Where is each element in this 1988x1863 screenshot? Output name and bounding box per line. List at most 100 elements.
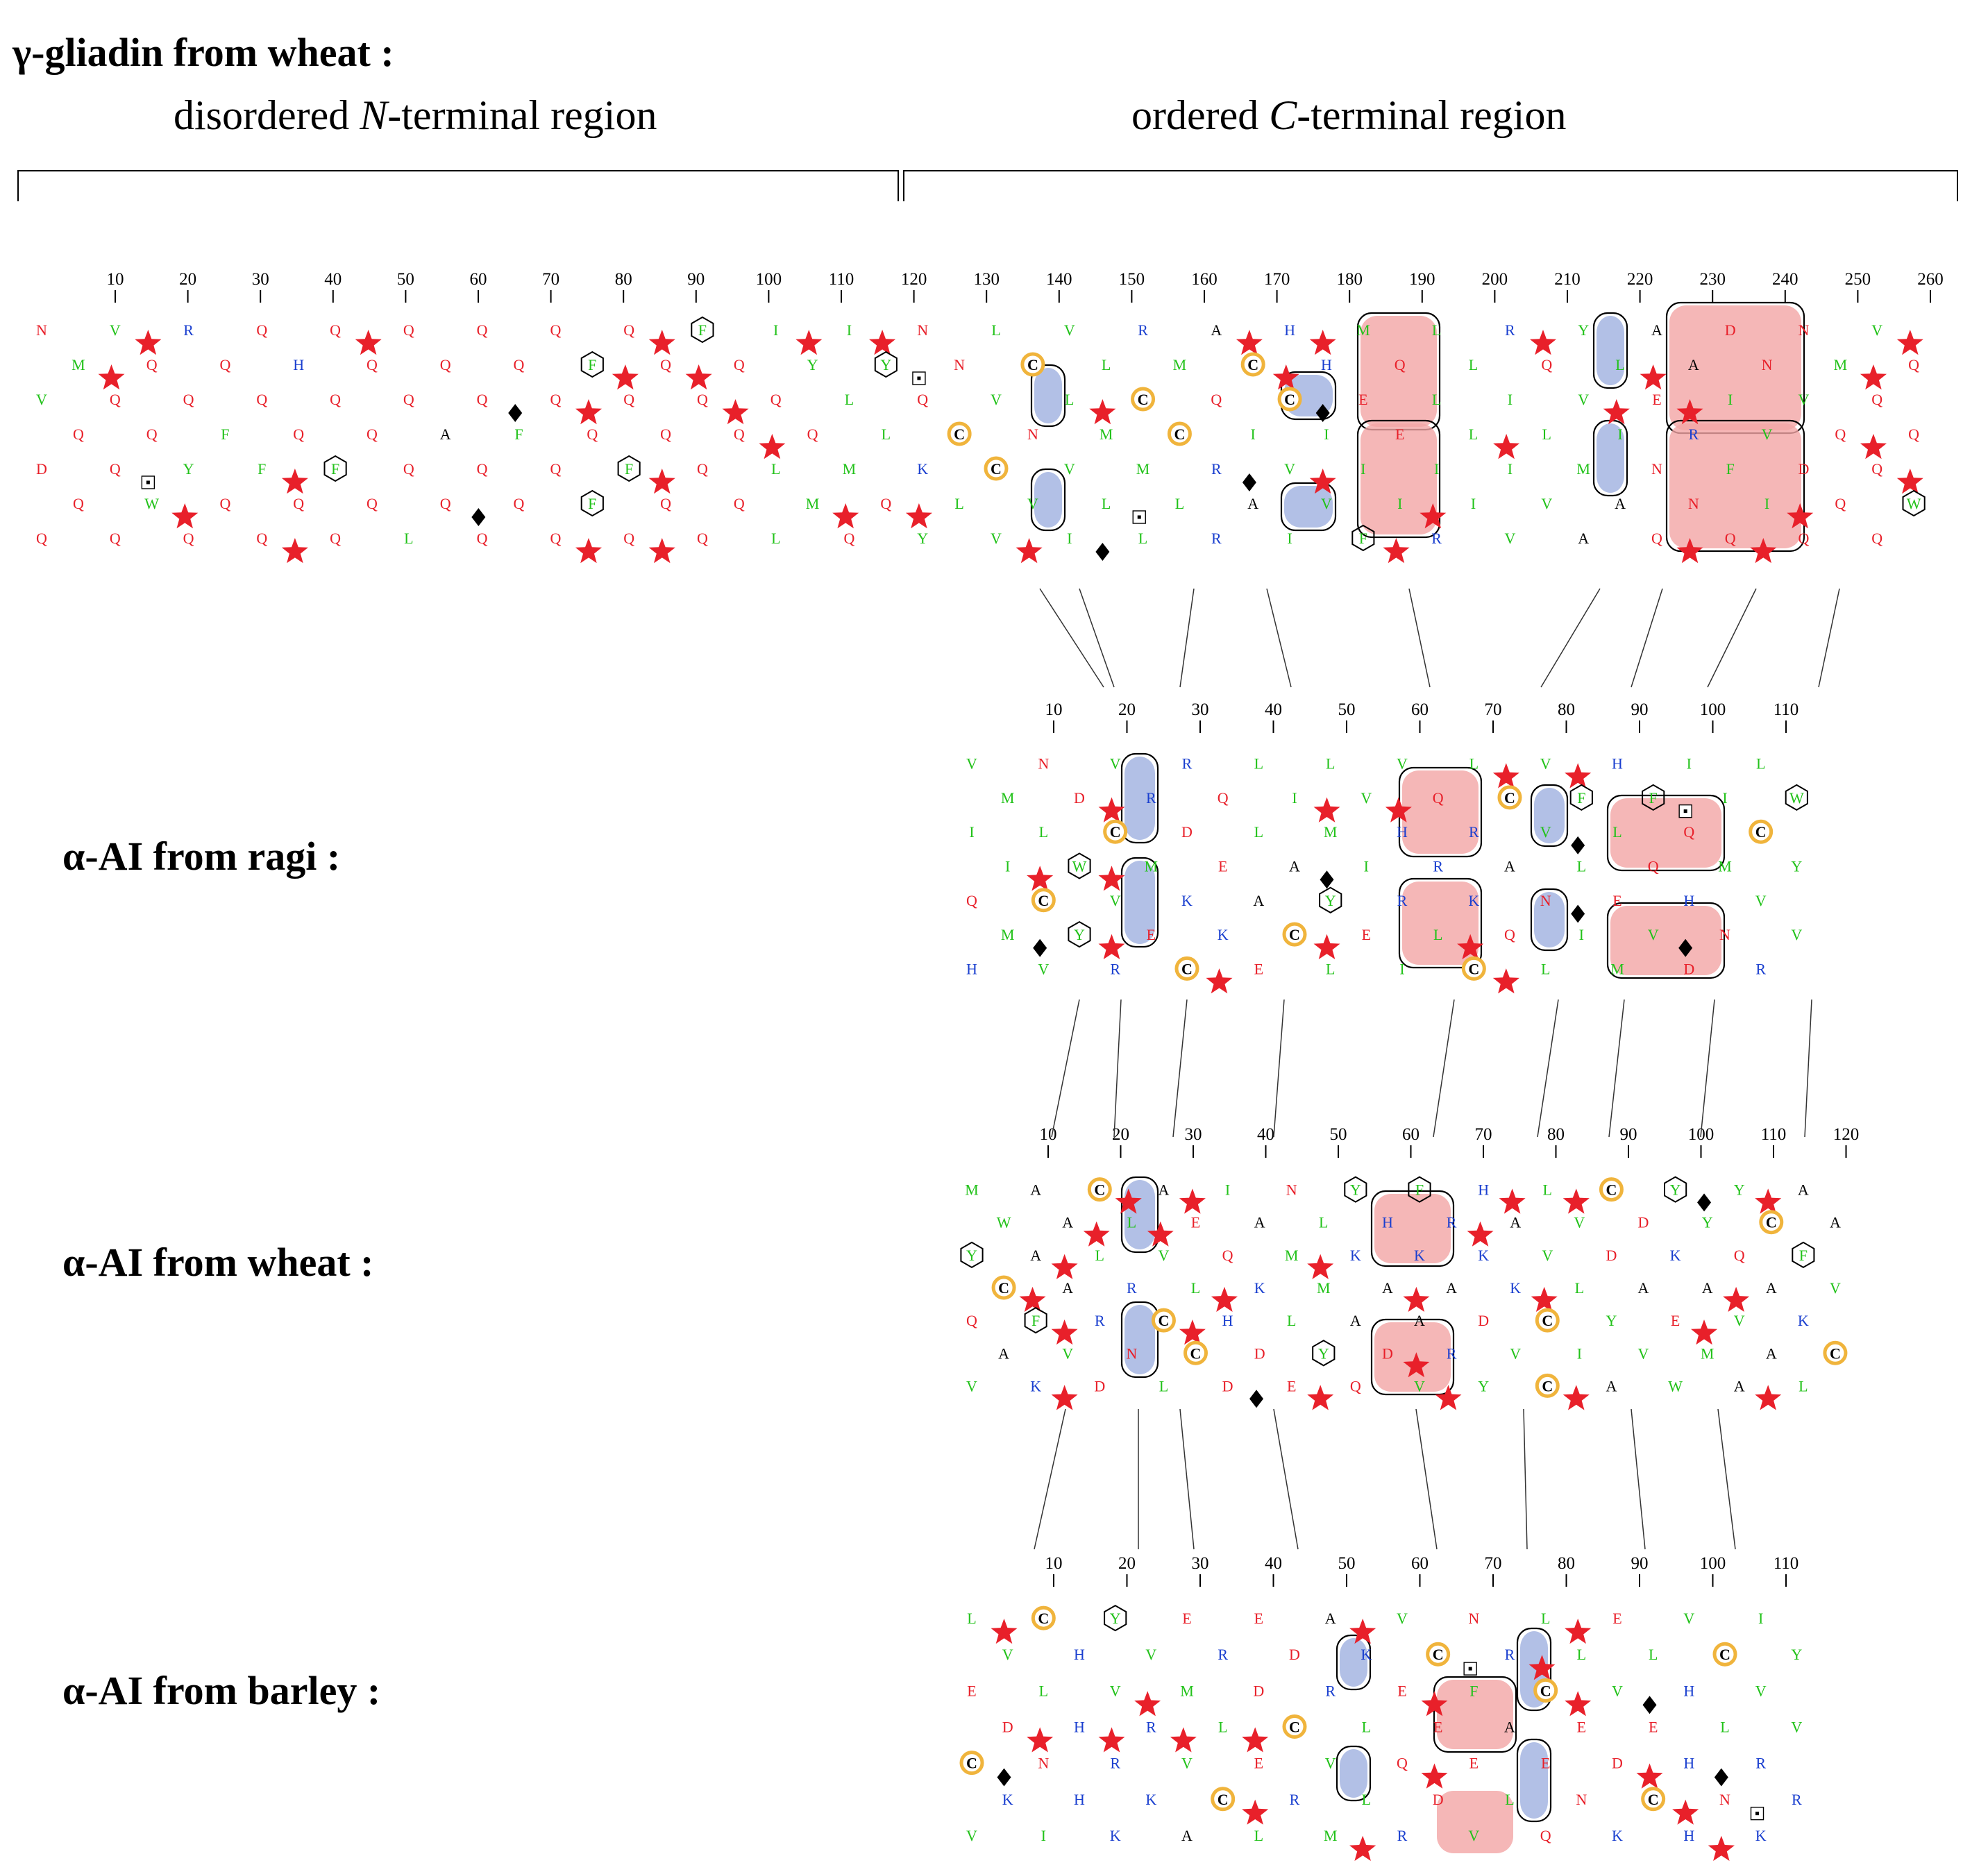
residue-letter: V	[1755, 1682, 1767, 1699]
residue-letter: Q	[550, 530, 561, 547]
residue-letter: D	[1253, 1682, 1264, 1699]
residue-letter: E	[1191, 1214, 1200, 1231]
residue-letter: Q	[183, 391, 194, 408]
residue-letter: L	[967, 1610, 976, 1627]
aromatic-hexagon-icon	[1664, 1176, 1687, 1203]
residue-letter: D	[1254, 1344, 1265, 1362]
residue-letter: E	[1358, 391, 1367, 408]
residue-letter: C	[1289, 926, 1300, 943]
residue-letter: L	[1254, 1827, 1263, 1844]
cysteine-ring-icon	[1211, 1787, 1236, 1812]
barley-tick-label: 50	[1338, 1554, 1356, 1573]
residue-letter: I	[1687, 755, 1692, 773]
ragi-tick-label: 110	[1774, 700, 1799, 719]
residue-letter: M	[843, 460, 857, 478]
residue-letter: V	[1110, 892, 1121, 909]
residue-letter: V	[1321, 495, 1332, 512]
alignment-line	[1537, 999, 1559, 1138]
residue-letter: C	[1174, 425, 1185, 443]
cluster-fill	[1361, 316, 1437, 427]
residue-letter: L	[1612, 823, 1621, 841]
cluster-fill	[1520, 1742, 1548, 1819]
residue-letter: N	[917, 321, 928, 339]
ragi-tick-label: 30	[1192, 700, 1209, 719]
residue-letter: R	[1755, 1755, 1766, 1772]
residue-letter: Q	[36, 530, 47, 547]
residue-letter: F	[1799, 1247, 1808, 1264]
residue-letter: L	[1039, 823, 1048, 841]
residue-letter: D	[1606, 1247, 1617, 1264]
proline-star-icon	[1640, 364, 1667, 390]
proline-star-icon	[1750, 538, 1777, 564]
residue-letter: Q	[966, 892, 977, 909]
residue-letter: C	[1719, 1646, 1730, 1663]
proline-star-icon	[1147, 1221, 1174, 1247]
residue-letter: C	[966, 1755, 977, 1772]
residue-letter: C	[1158, 1312, 1169, 1329]
proline-star-icon	[1530, 330, 1556, 355]
proline-star-icon	[648, 538, 675, 564]
residue-letter: Q	[1835, 495, 1846, 512]
residue-letter: M	[1317, 1279, 1331, 1297]
residue-letter: N	[1126, 1344, 1137, 1362]
residue-letter: R	[1505, 1646, 1515, 1663]
residue-letter: K	[1030, 1377, 1041, 1394]
proline-star-icon	[759, 434, 786, 460]
residue-letter: L	[1175, 495, 1184, 512]
proline-star-icon	[1421, 1763, 1448, 1789]
residue-letter: Y	[1702, 1214, 1713, 1231]
residue-letter: A	[998, 1344, 1009, 1362]
wheat-ai-title: α-AI from wheat :	[62, 1240, 374, 1285]
residue-letter: L	[404, 530, 413, 547]
residue-letter: C	[1468, 960, 1479, 977]
residue-letter: V	[1542, 1247, 1553, 1264]
residue-letter: F	[1649, 789, 1658, 807]
residue-letter: Q	[403, 391, 414, 408]
aromatic-hexagon-icon	[1642, 784, 1665, 811]
residue-letter: Q	[1222, 1247, 1233, 1264]
alignment-line	[1266, 588, 1292, 688]
residue-letter: Q	[293, 425, 304, 443]
residue-letter: D	[1094, 1377, 1105, 1394]
wheat-tick-label: 80	[1547, 1125, 1565, 1144]
barley-tick-label: 90	[1631, 1554, 1649, 1573]
residue-letter: V	[1414, 1377, 1425, 1394]
glycine-diamond-icon	[997, 1768, 1011, 1787]
cluster-fill	[1597, 316, 1624, 385]
residue-letter: H	[1683, 892, 1694, 909]
residue-letter: N	[1576, 1791, 1587, 1808]
residue-letter: V	[1541, 495, 1552, 512]
residue-letter: V	[1158, 1247, 1169, 1264]
cysteine-ring-icon	[1183, 1340, 1208, 1365]
residue-letter: E	[1469, 1755, 1479, 1772]
glycine-diamond-icon	[1678, 938, 1693, 957]
proline-star-icon	[1016, 538, 1043, 564]
residue-letter: V	[1284, 460, 1295, 478]
residue-letter: A	[1211, 321, 1222, 339]
residue-letter: E	[1182, 1610, 1191, 1627]
proline-star-icon	[1242, 1799, 1269, 1825]
proline-star-icon	[1636, 1763, 1663, 1789]
cluster-fill	[1361, 423, 1437, 534]
alignment-line	[1700, 999, 1715, 1138]
cluster-outline	[1433, 1676, 1517, 1753]
residue-letter: Q	[110, 530, 121, 547]
proline-star-icon	[281, 538, 308, 564]
gliadin-tick-label: 180	[1336, 270, 1363, 289]
residue-letter: Q	[367, 425, 378, 443]
proline-star-icon	[1860, 434, 1887, 460]
residue-letter: L	[1505, 1791, 1514, 1808]
glycine-diamond-icon	[1033, 938, 1047, 957]
threonine-dot-icon	[1755, 1812, 1759, 1816]
residue-letter: R	[1138, 321, 1148, 339]
alignment-line	[1631, 588, 1663, 688]
residue-letter: H	[1222, 1312, 1233, 1329]
residue-letter: V	[110, 321, 121, 339]
residue-letter: V	[966, 1377, 977, 1394]
threonine-dot-icon	[1137, 515, 1141, 519]
residue-letter: W	[1072, 858, 1087, 875]
proline-star-icon	[1134, 1691, 1161, 1717]
proline-star-icon	[1027, 1727, 1054, 1753]
residue-letter: Q	[403, 321, 414, 339]
gliadin-tick-label: 230	[1699, 270, 1726, 289]
